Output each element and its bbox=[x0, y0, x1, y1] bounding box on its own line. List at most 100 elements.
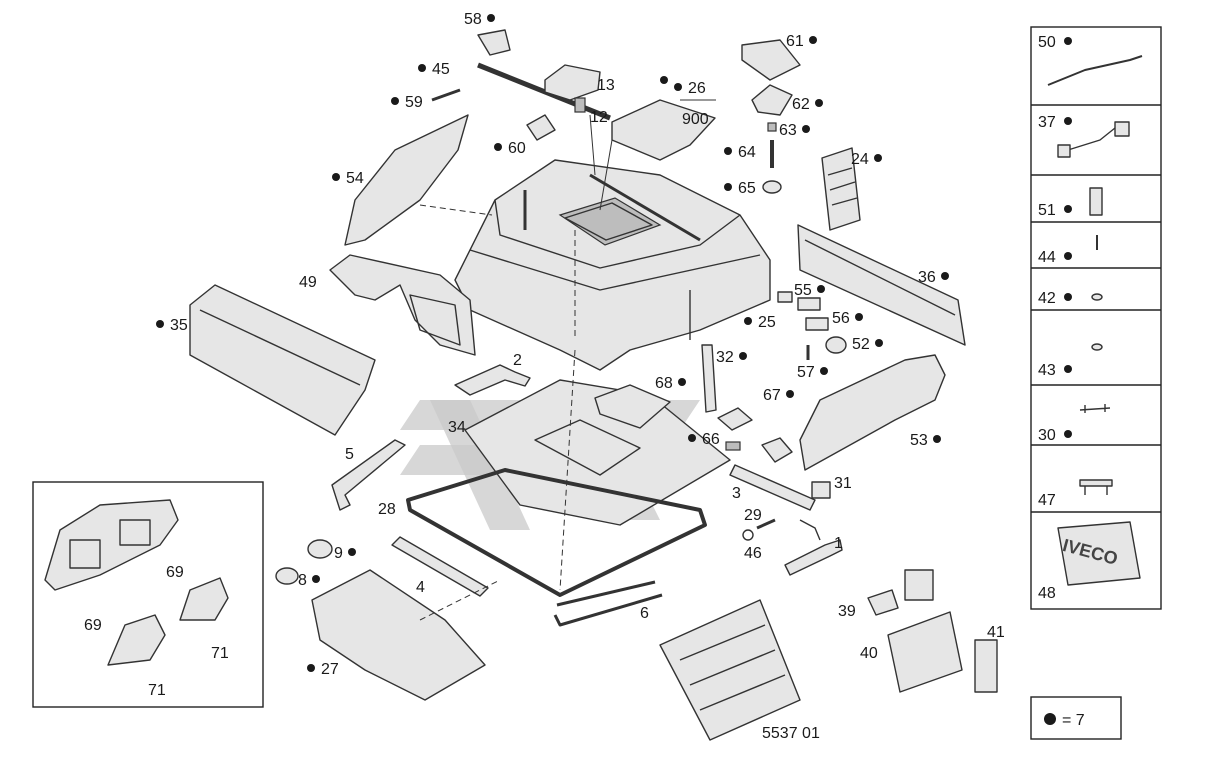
part-label-45: 45 bbox=[418, 61, 450, 78]
part-number: 64 bbox=[738, 144, 756, 161]
nut-63 bbox=[767, 122, 777, 132]
part-label-55: 55 bbox=[794, 282, 825, 299]
marker-dot bbox=[1064, 117, 1072, 125]
part-label-13: 13 bbox=[597, 77, 615, 94]
part-number: 2 bbox=[513, 352, 522, 369]
sun-visor-35 bbox=[189, 284, 376, 436]
part-number: 34 bbox=[448, 419, 466, 436]
inset-parts bbox=[44, 499, 229, 666]
part-label-66: 66 bbox=[688, 431, 720, 448]
part-number: 35 bbox=[170, 317, 188, 334]
side-part-label-30: 30 bbox=[1038, 427, 1072, 444]
seal-6 bbox=[553, 580, 663, 627]
part-number: 27 bbox=[321, 661, 339, 678]
marker-dot bbox=[786, 390, 794, 398]
bulb-12 bbox=[574, 97, 586, 113]
part-label-46: 46 bbox=[744, 545, 762, 562]
side-part-label-50: 50 bbox=[1038, 34, 1072, 51]
inset-box bbox=[32, 481, 264, 708]
bolt-59 bbox=[431, 88, 461, 102]
marker-dot bbox=[487, 14, 495, 22]
part-label-64: 64 bbox=[724, 144, 756, 161]
rail-3 bbox=[729, 464, 816, 511]
part-label-67: 67 bbox=[763, 387, 794, 404]
cap-8 bbox=[275, 567, 299, 585]
part-number: 66 bbox=[702, 431, 720, 448]
part-label-1: 1 bbox=[834, 535, 843, 552]
marker-dot bbox=[815, 99, 823, 107]
part-number: 58 bbox=[464, 11, 482, 28]
part-number: 6 bbox=[640, 605, 649, 622]
inset-part-number: 71 bbox=[148, 682, 166, 699]
marker-dot bbox=[1064, 252, 1072, 260]
legend-box bbox=[1030, 696, 1122, 740]
part-label-34: 34 bbox=[448, 419, 466, 436]
hatch-frame-34 bbox=[464, 379, 731, 526]
part-number: 41 bbox=[987, 624, 1005, 641]
unit-41 bbox=[974, 639, 998, 693]
part-number: 36 bbox=[918, 269, 936, 286]
part-number: 8 bbox=[298, 572, 307, 589]
inset-part-number: 69 bbox=[166, 564, 184, 581]
side-panel-54 bbox=[344, 114, 469, 246]
part-number: 4 bbox=[416, 579, 425, 596]
part-label-32: 32 bbox=[716, 349, 747, 366]
cap-65 bbox=[762, 180, 782, 194]
part-number: 59 bbox=[405, 94, 423, 111]
side-part-label-44: 44 bbox=[1038, 249, 1072, 266]
grille-panel bbox=[659, 599, 801, 741]
side-part-label-47: 47 bbox=[1038, 492, 1056, 509]
hatch-68 bbox=[594, 384, 671, 429]
side-part-number: 44 bbox=[1038, 249, 1056, 266]
part-label-900: 900 bbox=[682, 111, 709, 128]
part-label-68: 68 bbox=[655, 375, 686, 392]
clip-42 bbox=[1091, 293, 1103, 301]
part-label-5: 5 bbox=[345, 446, 354, 463]
part-number: 56 bbox=[832, 310, 850, 327]
screw-66 bbox=[725, 441, 741, 451]
part-number: 65 bbox=[738, 180, 756, 197]
marker-dot bbox=[802, 125, 810, 133]
interior-frame-49 bbox=[329, 254, 476, 356]
cab-roof bbox=[454, 159, 771, 371]
part-label-63: 63 bbox=[779, 122, 810, 139]
part-number: 57 bbox=[797, 364, 815, 381]
part-labels: 5845591312269006162636465246054493536552… bbox=[156, 11, 1005, 678]
marker-dot bbox=[855, 313, 863, 321]
side-part-number: 48 bbox=[1038, 585, 1056, 602]
part-number: 61 bbox=[786, 33, 804, 50]
part-number: 39 bbox=[838, 603, 856, 620]
hatch-panel-26 bbox=[611, 99, 716, 161]
part-number: 3 bbox=[732, 485, 741, 502]
side-panel-36 bbox=[797, 224, 966, 346]
rod-50 bbox=[1047, 55, 1143, 86]
part-label-65: 65 bbox=[724, 180, 756, 197]
legend-dot bbox=[1044, 713, 1056, 725]
part-label-8: 8 bbox=[298, 572, 320, 589]
part-number: 9 bbox=[334, 545, 343, 562]
side-part-label-42: 42 bbox=[1038, 290, 1072, 307]
part-number: 53 bbox=[910, 432, 928, 449]
switch-icon-plate bbox=[904, 569, 934, 601]
handle-47 bbox=[1079, 479, 1113, 495]
part-label-25: 25 bbox=[744, 314, 776, 331]
part-label-12: 12 bbox=[590, 109, 608, 126]
tray-27 bbox=[311, 569, 486, 701]
drawing-number: 5537 01 bbox=[762, 725, 820, 742]
part-number: 29 bbox=[744, 507, 762, 524]
side-panel-53 bbox=[799, 354, 946, 471]
clip-43 bbox=[1091, 343, 1103, 351]
part-label-39: 39 bbox=[838, 603, 856, 620]
marker-dot bbox=[312, 575, 320, 583]
part-number: 54 bbox=[346, 170, 364, 187]
plate-61 bbox=[741, 39, 801, 81]
part-number: 55 bbox=[794, 282, 812, 299]
part-label-41: 41 bbox=[987, 624, 1005, 641]
part-number: 26 bbox=[688, 80, 706, 97]
marker-dot bbox=[875, 339, 883, 347]
part-label-2: 2 bbox=[513, 352, 522, 369]
marker-dot bbox=[391, 97, 399, 105]
part-label-59: 59 bbox=[391, 94, 423, 111]
marker-dot bbox=[874, 154, 882, 162]
